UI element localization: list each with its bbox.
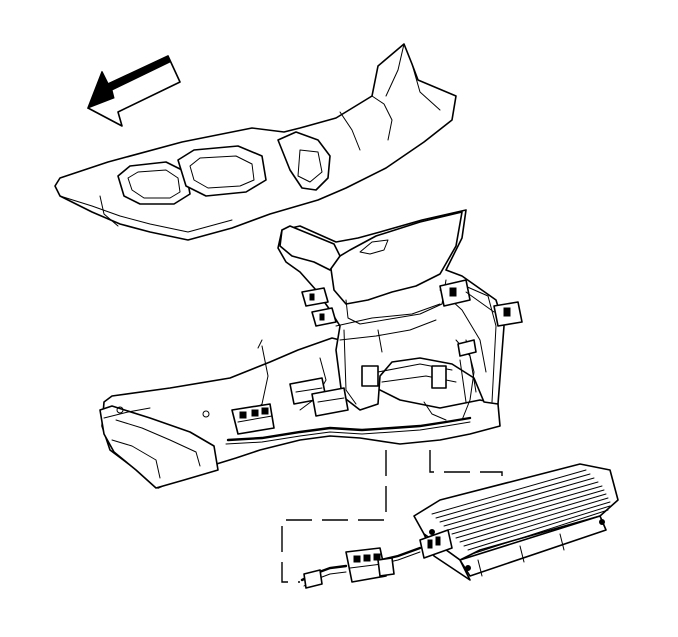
- amplifier-heatsink-fins: [431, 469, 611, 555]
- amplifier: [413, 463, 619, 581]
- amplifier-connector: [300, 546, 422, 589]
- direction-arrow-icon: [87, 55, 181, 127]
- console-bracket-assembly: [99, 209, 505, 489]
- console-trim-panel: [54, 43, 457, 241]
- wiring-harness: [103, 279, 523, 445]
